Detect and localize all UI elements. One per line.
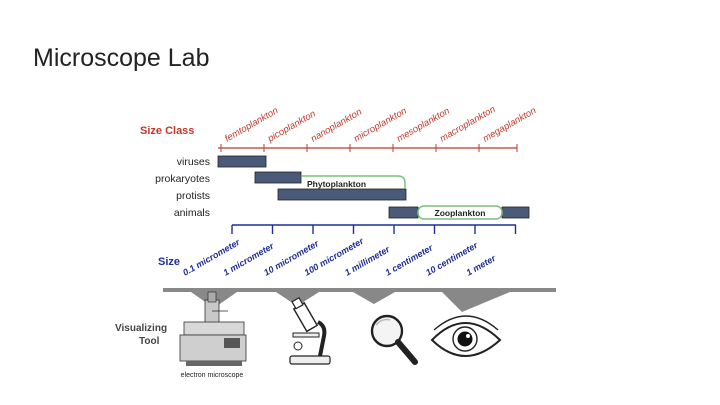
phytoplankton-label: Phytoplankton — [307, 179, 366, 189]
light-microscope-icon — [289, 296, 331, 365]
magnifying-glass-icon — [370, 314, 418, 365]
size-class-label: Size Class — [140, 125, 194, 137]
size-class-ticks — [220, 144, 518, 152]
zigzag-separator — [163, 288, 556, 312]
row-label-viruses: viruses — [177, 156, 210, 168]
size-ticks — [231, 225, 517, 234]
animals-range-bar-left — [388, 206, 419, 219]
slide-title: Microscope Lab — [33, 44, 210, 72]
row-label-prokaryotes: prokaryotes — [155, 173, 210, 185]
row-label-protists: protists — [176, 190, 210, 202]
viruses-range-bar — [217, 155, 267, 168]
electron-microscope-caption: electron microscope — [181, 372, 244, 379]
size-label: Size — [158, 256, 180, 268]
zooplankton-label: Zooplankton — [435, 208, 486, 218]
row-label-animals: animals — [174, 207, 210, 219]
human-eye-icon — [430, 315, 502, 357]
prokaryotes-range-bar — [254, 171, 302, 184]
size-tick-label: 1 meter — [465, 253, 498, 278]
zooplankton-bracket — [417, 205, 503, 220]
animals-range-bar-right — [501, 206, 530, 219]
size-class-labels: femtoplanktonpicoplanktonnanoplanktonmic… — [223, 104, 538, 145]
tool-label-line2: Tool — [139, 336, 160, 347]
protists-range-bar — [277, 188, 407, 201]
phytoplankton-bracket — [301, 175, 406, 189]
electron-microscope-icon — [179, 291, 247, 366]
tool-label-line1: Visualizing — [115, 323, 167, 334]
